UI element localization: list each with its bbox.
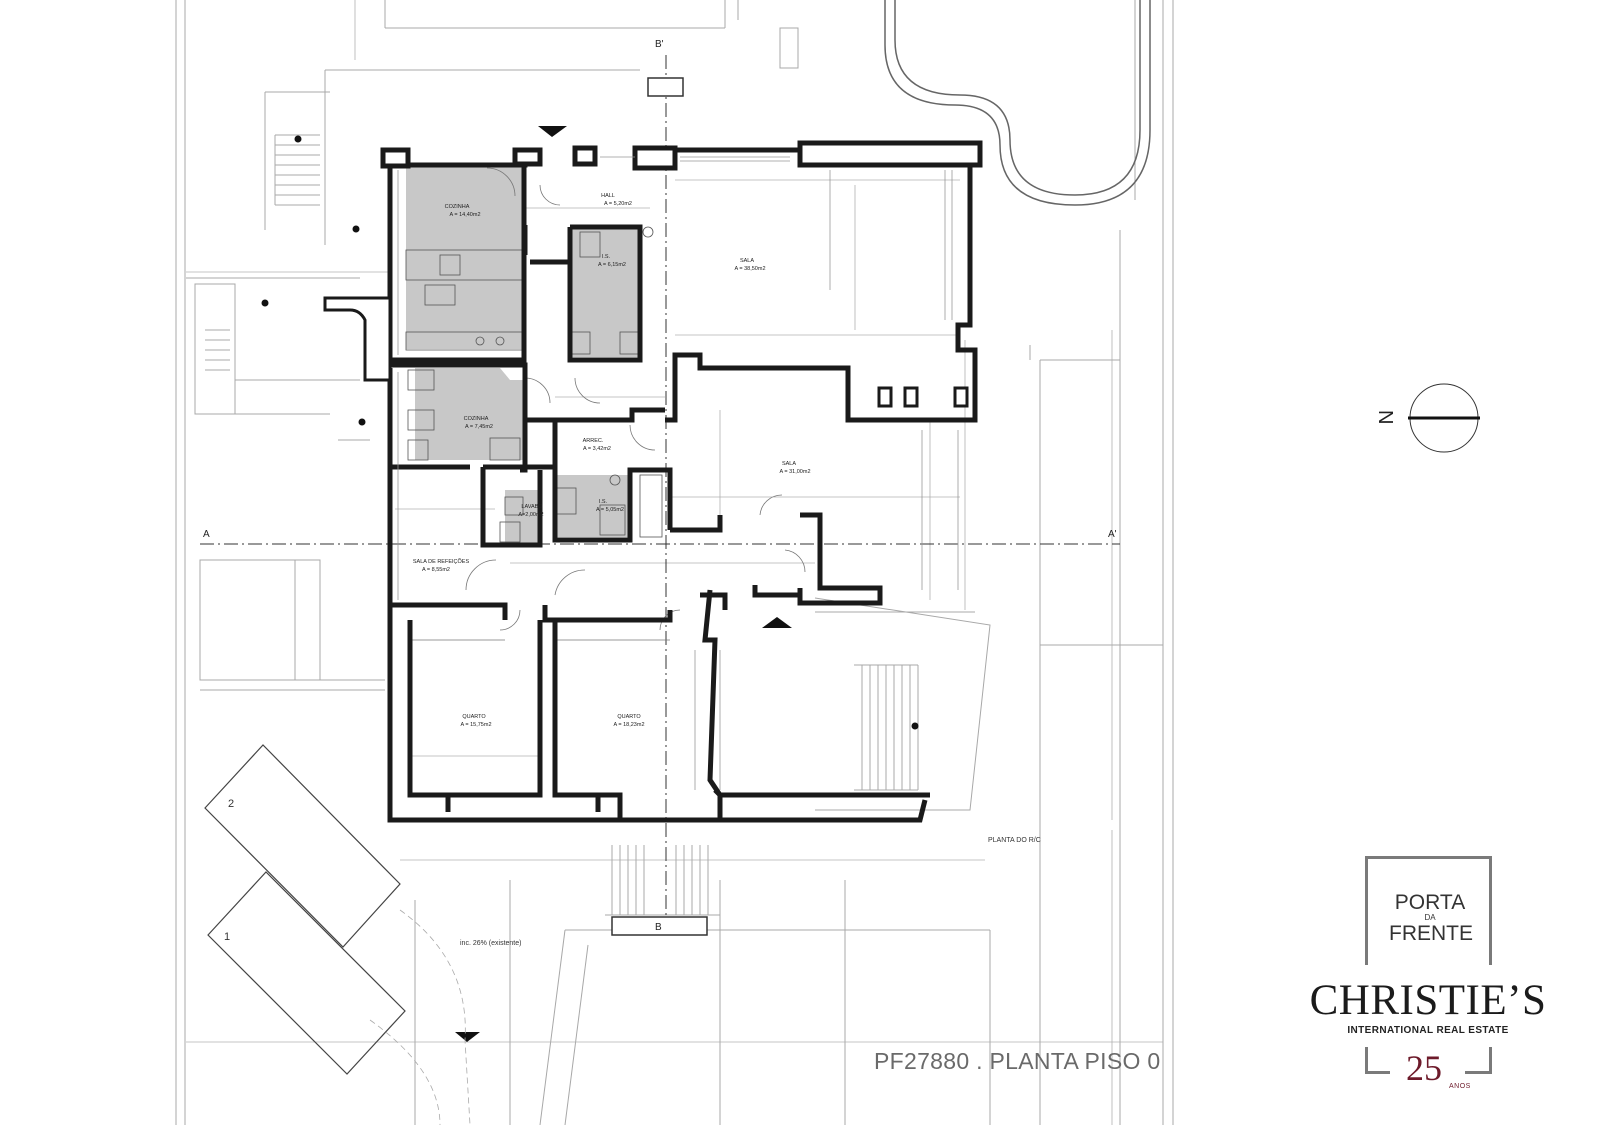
room-name: ARREC. xyxy=(583,438,604,444)
logo-gap-bottom xyxy=(1390,1060,1465,1090)
christies-subtitle: INTERNATIONAL REAL ESTATE xyxy=(1347,1025,1509,1036)
room-name: HALL xyxy=(601,193,615,199)
section-axes xyxy=(200,55,1120,930)
floor-label: PLANTA DO R/C xyxy=(988,837,1041,844)
section-b-top: B' xyxy=(655,39,664,50)
east-entrance-arrow xyxy=(762,617,792,628)
room-area: A = 15,75m2 xyxy=(460,722,491,728)
room-area: A = 7,45m2 xyxy=(465,424,493,430)
room-name: LAVABO xyxy=(521,504,543,510)
room-labels: COZINHA A = 14,40m2 HALL A = 5,20m2 I.S.… xyxy=(413,193,811,728)
room-name: I.S. xyxy=(602,254,611,260)
section-a-right: A' xyxy=(1108,529,1117,540)
room-name: SALA xyxy=(740,258,754,264)
left-entrance-wall xyxy=(323,296,392,382)
frente-word: FRENTE xyxy=(1389,922,1473,945)
wet-room-fills xyxy=(406,166,641,546)
room-area: A = 18,23m2 xyxy=(613,722,644,728)
room-name: COZINHA xyxy=(445,204,470,210)
section-b-bottom-box xyxy=(611,916,708,936)
da-word: DA xyxy=(1424,913,1436,922)
window-lines xyxy=(397,156,959,790)
north-entrance-arrow xyxy=(538,126,567,137)
christies-logo: CHRISTIE’S xyxy=(1309,977,1547,1024)
porta-word: PORTA xyxy=(1394,891,1466,914)
room-name: QUARTO xyxy=(462,714,486,720)
marker-dots xyxy=(261,135,919,730)
room-area: A = 38,50m2 xyxy=(734,266,765,272)
parking-bay-label: 2 xyxy=(228,798,234,810)
north-label: N xyxy=(1374,410,1396,424)
room-name: QUARTO xyxy=(617,714,641,720)
door-swings xyxy=(410,167,806,641)
room-area: A = 31,00m2 xyxy=(779,469,810,475)
room-name: I.S. xyxy=(599,499,608,505)
logo-gap xyxy=(1285,965,1571,1047)
section-b-top-box xyxy=(647,77,684,97)
porta-da-frente-logo: PORTA DA FRENTE xyxy=(1389,891,1473,945)
anniversary-word: ANOS xyxy=(1449,1083,1471,1090)
ramp-path xyxy=(369,909,471,1125)
room-area: A = 8,55m2 xyxy=(422,567,450,573)
ramp-label: inc. 26% (existente) xyxy=(460,940,521,947)
garden-curve-wall xyxy=(884,0,1151,206)
room-name: SALA xyxy=(782,461,796,467)
room-name: SALA DE REFEIÇÕES xyxy=(413,558,470,565)
ramp-arrow xyxy=(455,1032,480,1042)
north-arrow-icon xyxy=(1408,383,1480,453)
room-area: A = 5,05m2 xyxy=(596,507,624,513)
room-area: A=2,00m2 xyxy=(518,512,543,518)
section-b-bottom: B xyxy=(655,922,662,933)
site-context-lines xyxy=(175,0,1174,1125)
anniversary-number: 25 xyxy=(1406,1048,1442,1088)
drawing-reference-title: PF27880 . PLANTA PISO 0 xyxy=(874,1048,1161,1074)
dimension-lines xyxy=(186,0,1163,1125)
section-a-left: A xyxy=(203,529,210,540)
room-area: A = 3,42m2 xyxy=(583,446,611,452)
parking-bays xyxy=(204,744,406,1075)
parking-bay-label: 1 xyxy=(224,931,230,943)
room-area: A = 14,40m2 xyxy=(449,212,480,218)
room-area: A = 5,20m2 xyxy=(604,201,632,207)
room-area: A = 6,15m2 xyxy=(598,262,626,268)
bay-window xyxy=(877,386,969,408)
room-name: COZINHA xyxy=(464,416,489,422)
